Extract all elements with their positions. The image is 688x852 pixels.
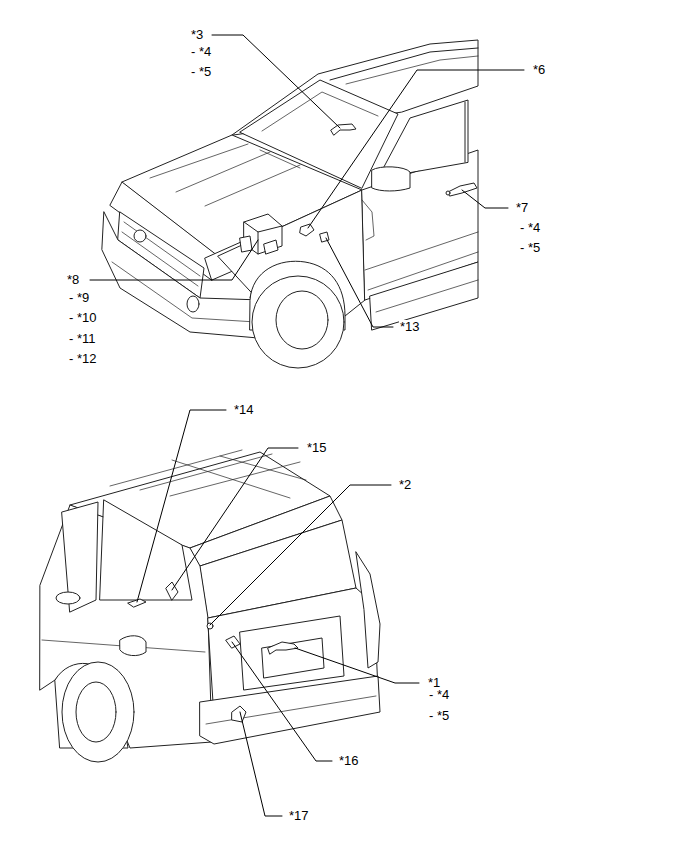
- front-vehicle-body-line: [205, 165, 300, 206]
- rear-vehicle-parts-line: [268, 642, 298, 654]
- front-vehicle-body-line: [260, 150, 300, 168]
- front-vehicle-body-line: [362, 200, 374, 240]
- front-vehicle-parts-line: [258, 232, 259, 254]
- callout-number: *16: [338, 754, 360, 767]
- front-vehicle-body-line: [446, 191, 450, 195]
- leader-lines-line: [462, 190, 508, 208]
- leader-lines-line: [210, 485, 391, 625]
- rear-vehicle-body-line: [170, 462, 300, 496]
- leader-lines-line: [295, 648, 419, 683]
- rear-vehicle-body-line: [76, 682, 116, 742]
- callout-number: *17: [288, 809, 310, 822]
- rear-vehicle-body-line: [207, 623, 213, 629]
- sub-callout: - *9: [68, 291, 90, 304]
- front-vehicle-body-line: [370, 262, 478, 330]
- callout-number: *13: [399, 320, 421, 333]
- rear-vehicle-body-line: [220, 456, 306, 480]
- rear-vehicle-body-line: [262, 638, 324, 678]
- rear-vehicle-body-line: [110, 450, 242, 486]
- rear-vehicle-body-line: [356, 552, 380, 668]
- front-vehicle-body-line: [276, 291, 328, 349]
- leader-lines-line: [90, 240, 258, 280]
- sub-callout: - *4: [519, 221, 541, 234]
- callout-number: *3: [190, 28, 204, 41]
- front-vehicle-body: [102, 40, 478, 368]
- leader-lines-line: [240, 712, 282, 816]
- rear-vehicle-body-line: [200, 676, 380, 744]
- front-vehicle-body-line: [448, 183, 477, 196]
- front-vehicle-body-line: [134, 230, 146, 242]
- rear-vehicle-body-line: [240, 616, 344, 690]
- rear-vehicle-parts-line: [166, 582, 178, 600]
- front-vehicle-body-line: [252, 276, 344, 368]
- front-vehicle-body-line: [365, 232, 478, 270]
- rear-vehicle-body-line: [172, 460, 290, 498]
- rear-vehicle-body-line: [56, 592, 80, 604]
- front-vehicle-parts-line: [264, 240, 278, 254]
- rear-vehicle-body-line: [206, 696, 376, 724]
- callout-number: *8: [66, 273, 80, 286]
- front-vehicle-body-line: [465, 102, 466, 162]
- leader-lines-line: [212, 35, 340, 128]
- callout-number: *15: [306, 441, 328, 454]
- front-vehicle-body-line: [150, 144, 248, 178]
- front-vehicle-body-line: [376, 280, 478, 312]
- sub-callout: - *5: [428, 709, 450, 722]
- front-vehicle-body-line: [378, 100, 468, 178]
- front-vehicle-parts-line: [300, 224, 314, 236]
- leader-lines: [90, 35, 524, 816]
- callout-number: *14: [233, 403, 255, 416]
- rear-vehicle-body-line: [62, 662, 134, 762]
- front-vehicle-parts-line: [244, 222, 282, 232]
- front-vehicle-body-line: [187, 296, 199, 312]
- sub-callout: - *11: [68, 332, 97, 345]
- leader-lines-line: [137, 410, 226, 602]
- front-vehicle-body-line: [372, 167, 410, 191]
- sub-callout: - *4: [428, 688, 450, 701]
- sub-callout: - *5: [519, 241, 541, 254]
- sub-callout: - *12: [68, 352, 97, 365]
- sub-callout: - *5: [190, 65, 212, 78]
- leader-lines-line: [308, 70, 524, 228]
- rear-vehicle-parts-line: [232, 706, 246, 722]
- rear-vehicle-parts-line: [226, 636, 240, 648]
- front-vehicle-parts-line: [240, 236, 252, 252]
- rear-vehicle-body: [40, 450, 380, 762]
- sub-callout: - *4: [190, 45, 212, 58]
- sub-callout: - *10: [68, 311, 97, 324]
- leader-lines-line: [172, 448, 298, 590]
- front-vehicle-body-line: [262, 92, 378, 131]
- front-vehicle-body-line: [176, 152, 270, 192]
- front-vehicle-parts: [240, 124, 356, 254]
- front-vehicle-parts-line: [331, 124, 356, 135]
- callout-number: *2: [398, 478, 412, 491]
- rear-vehicle-body-line: [100, 500, 192, 600]
- rear-vehicle-body-line: [120, 636, 146, 656]
- callout-number: *6: [532, 63, 546, 76]
- rear-vehicle-parts: [128, 582, 298, 722]
- callout-number: *7: [515, 201, 529, 214]
- front-vehicle-body-line: [330, 48, 478, 80]
- leader-lines-line: [326, 238, 393, 327]
